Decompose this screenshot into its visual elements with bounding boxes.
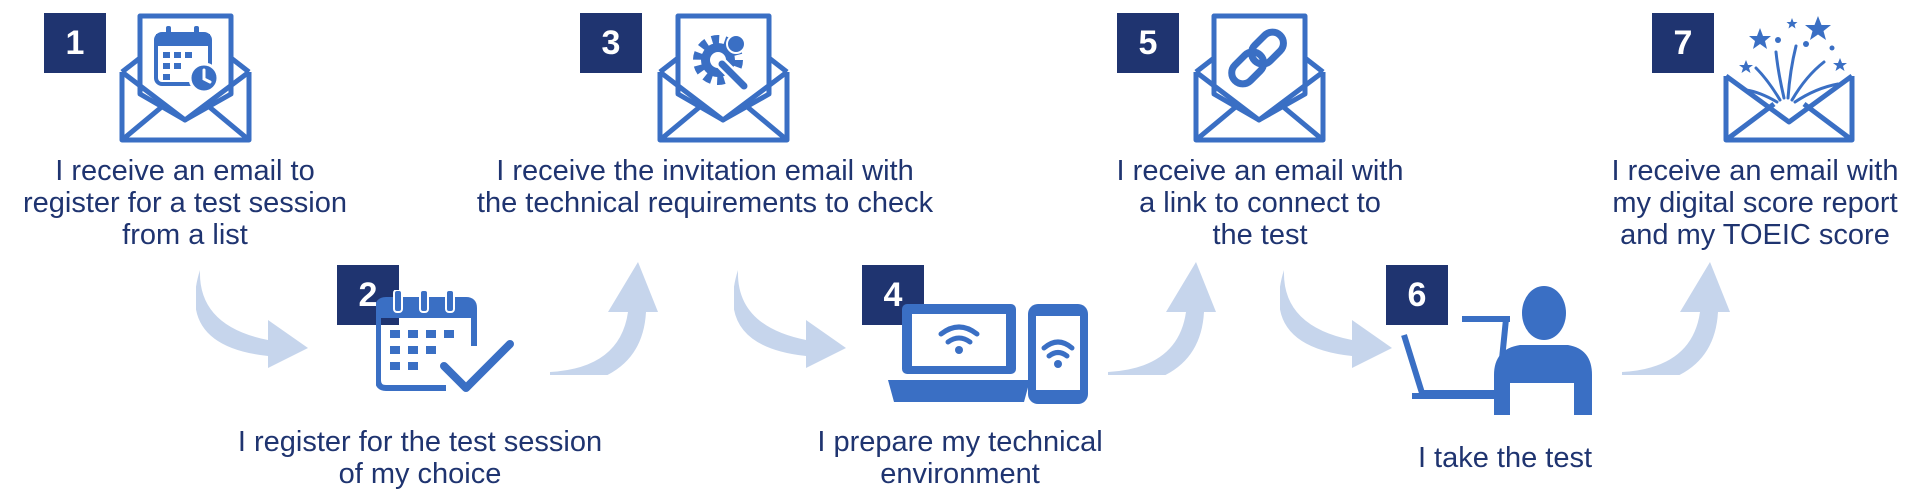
step-6-badge: 6	[1386, 265, 1448, 325]
step-4-label: I prepare my technical environment	[817, 426, 1103, 490]
person-at-computer-icon	[1401, 286, 1592, 415]
envelope-gear-wrench-icon	[657, 13, 790, 143]
step-3-label: I receive the invitation email with the …	[476, 155, 934, 219]
step-5-label: I receive an email with a link to connec…	[1116, 155, 1404, 251]
step-2-label: I register for the test session of my ch…	[237, 426, 603, 490]
laptop-phone-wifi-icon	[888, 304, 1088, 404]
step-2-badge: 2	[337, 265, 399, 325]
step-5-badge: 5	[1117, 13, 1179, 73]
envelope-calendar-icon	[119, 13, 252, 143]
step-3-badge: 3	[580, 13, 642, 73]
calendar-check-icon	[376, 290, 516, 397]
envelope-fireworks-icon	[1723, 16, 1855, 143]
step-7-badge: 7	[1652, 13, 1714, 73]
step-1-badge: 1	[44, 13, 106, 73]
arrow-up-4-to-5	[1108, 262, 1216, 375]
step-1-label: I receive an email to register for a tes…	[23, 155, 347, 251]
arrow-down-5-to-6	[1280, 270, 1392, 368]
arrow-up-6-to-7	[1622, 262, 1730, 375]
arrow-down-1-to-2	[196, 270, 308, 368]
arrow-down-3-to-4	[734, 270, 846, 368]
step-6-label: I take the test	[1417, 442, 1593, 474]
envelope-link-icon	[1193, 13, 1326, 143]
arrow-up-2-to-3	[550, 262, 658, 375]
step-7-label: I receive an email with my digital score…	[1611, 155, 1899, 251]
